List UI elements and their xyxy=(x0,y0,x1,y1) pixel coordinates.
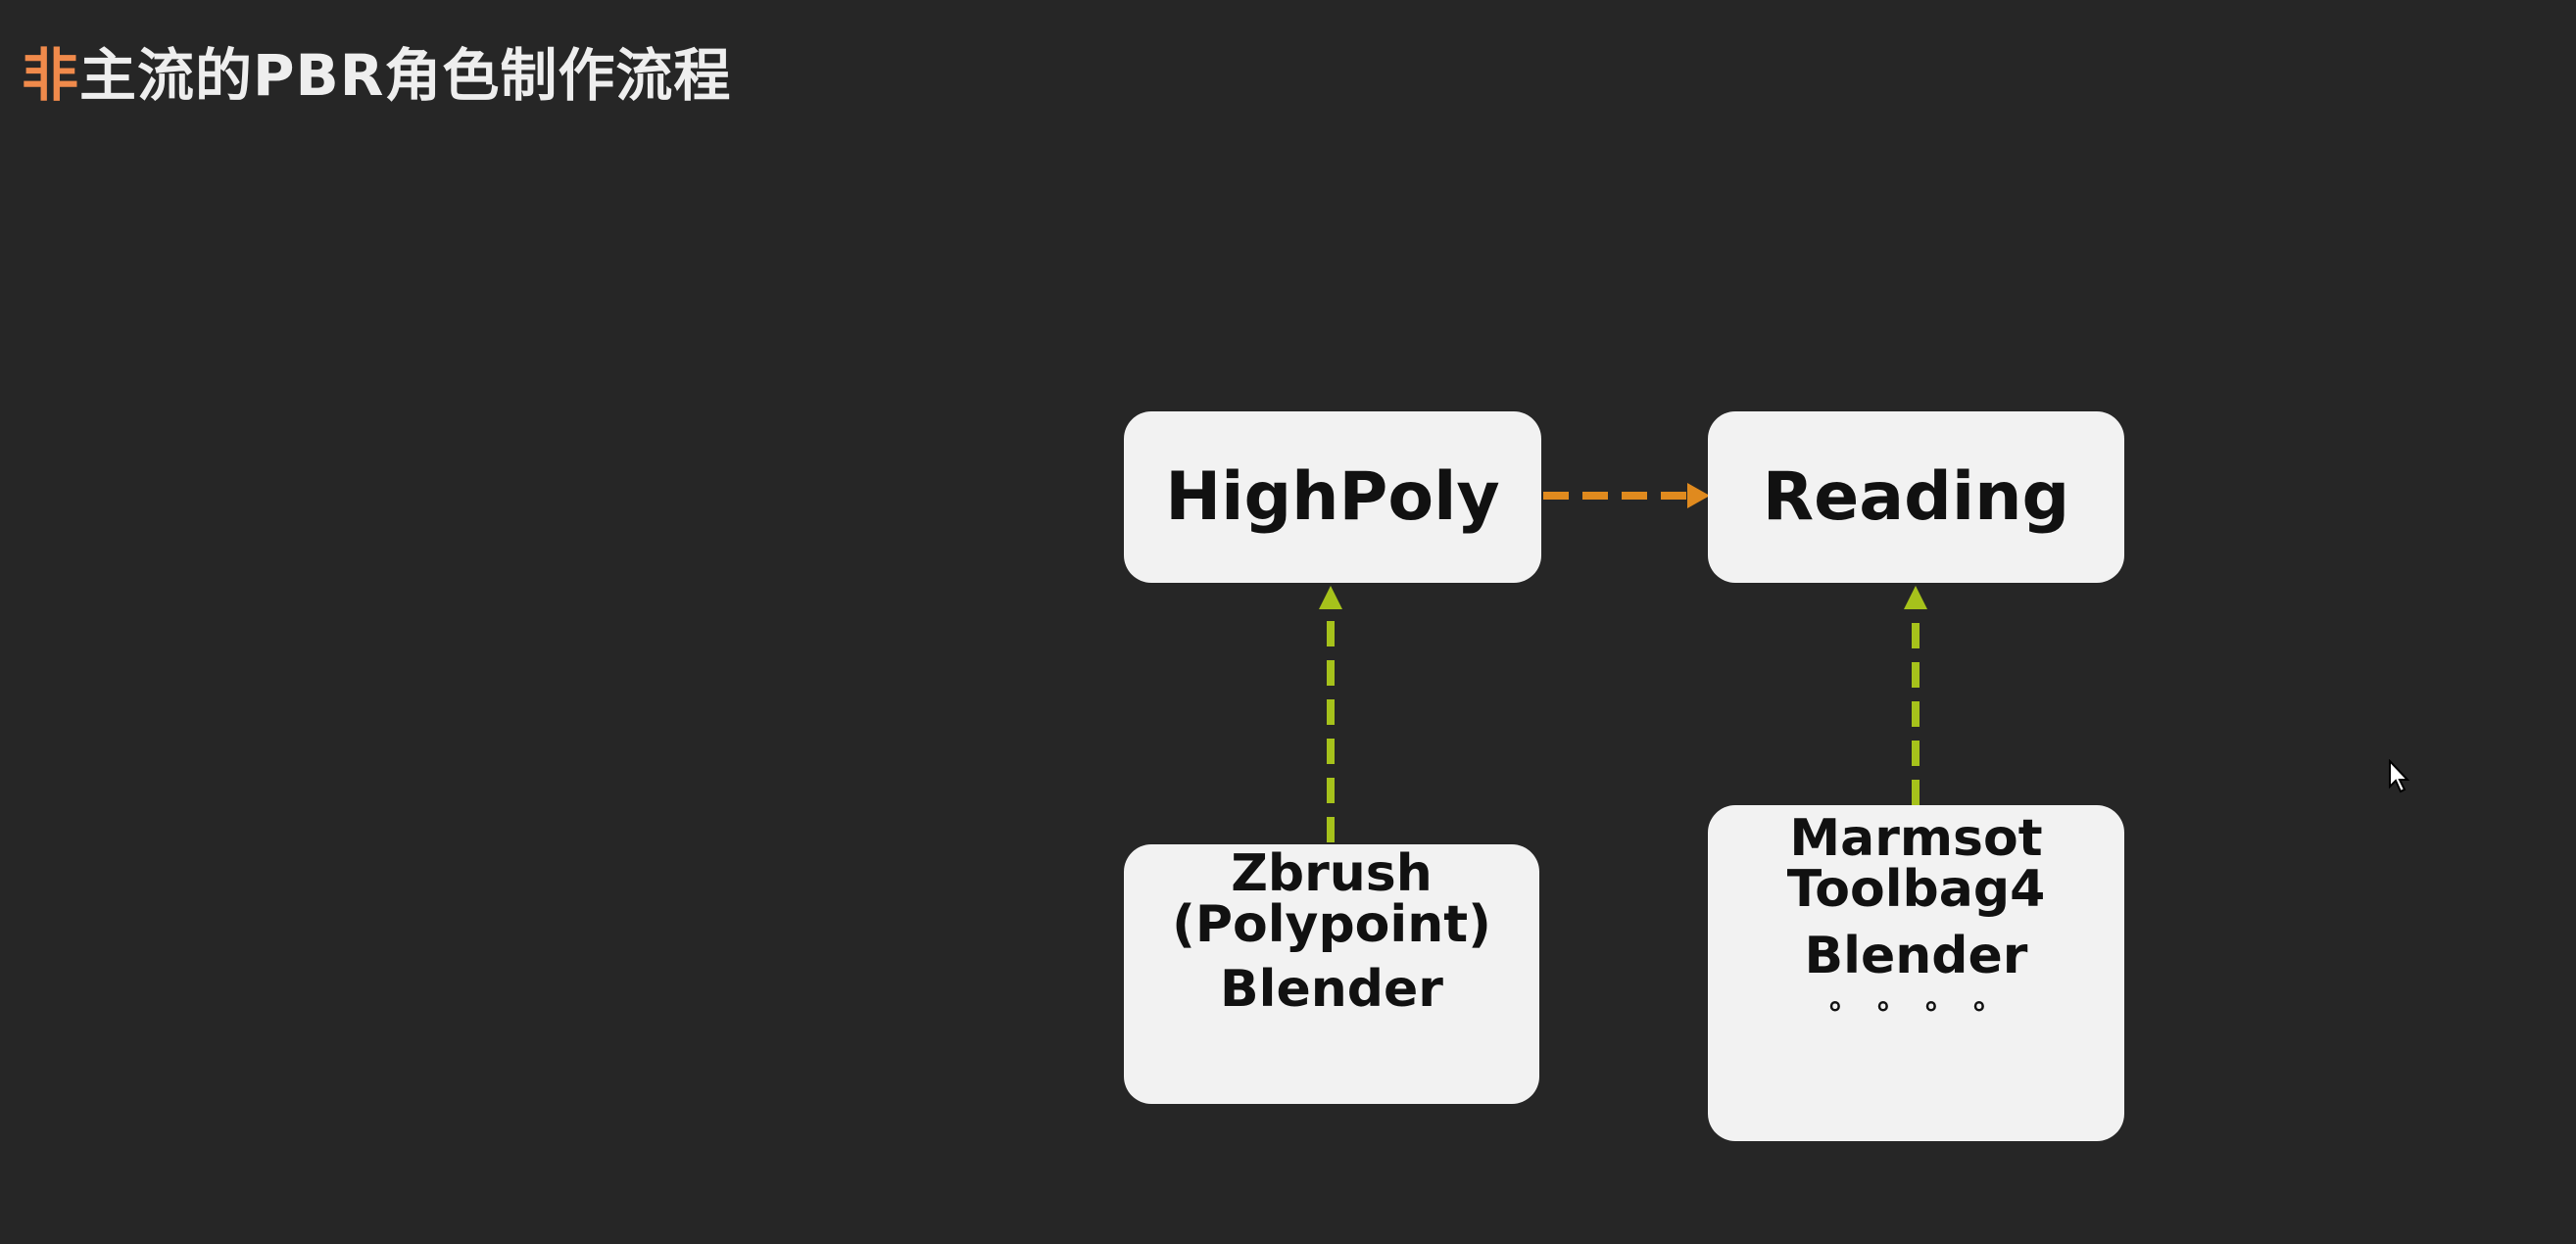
tool-toolbag4: Toolbag4 xyxy=(1786,860,2046,919)
reading-label: Reading xyxy=(1762,458,2070,536)
page-title: 非主流的PBR角色制作流程 xyxy=(22,29,731,112)
tool-marmoset: Marmsot xyxy=(1789,809,2043,868)
tool-zbrush: Zbrush xyxy=(1231,844,1433,903)
arrowhead-orange xyxy=(1687,483,1710,508)
tool-polypoint: (Polypoint) xyxy=(1172,895,1491,954)
reading-tools-node: Marmsot Toolbag4 Blender 。。。。 xyxy=(1708,805,2124,1141)
title-text: 主流的PBR角色制作流程 xyxy=(79,42,732,109)
mouse-pointer-icon xyxy=(2389,759,2410,793)
highpoly-tools-node: Zbrush (Polypoint) Blender xyxy=(1124,844,1539,1104)
arrowhead-green-left xyxy=(1319,586,1342,609)
highpoly-label: HighPoly xyxy=(1165,458,1500,536)
tool-blender: Blender xyxy=(1220,960,1443,1019)
title-accent: 非 xyxy=(22,42,80,109)
arrowhead-green-right xyxy=(1904,586,1927,609)
highpoly-node: HighPoly xyxy=(1124,411,1541,583)
reading-node: Reading xyxy=(1708,411,2124,583)
more-tools-ellipsis: 。。。。 xyxy=(1829,982,2036,1017)
tool-blender-2: Blender xyxy=(1804,927,2028,985)
